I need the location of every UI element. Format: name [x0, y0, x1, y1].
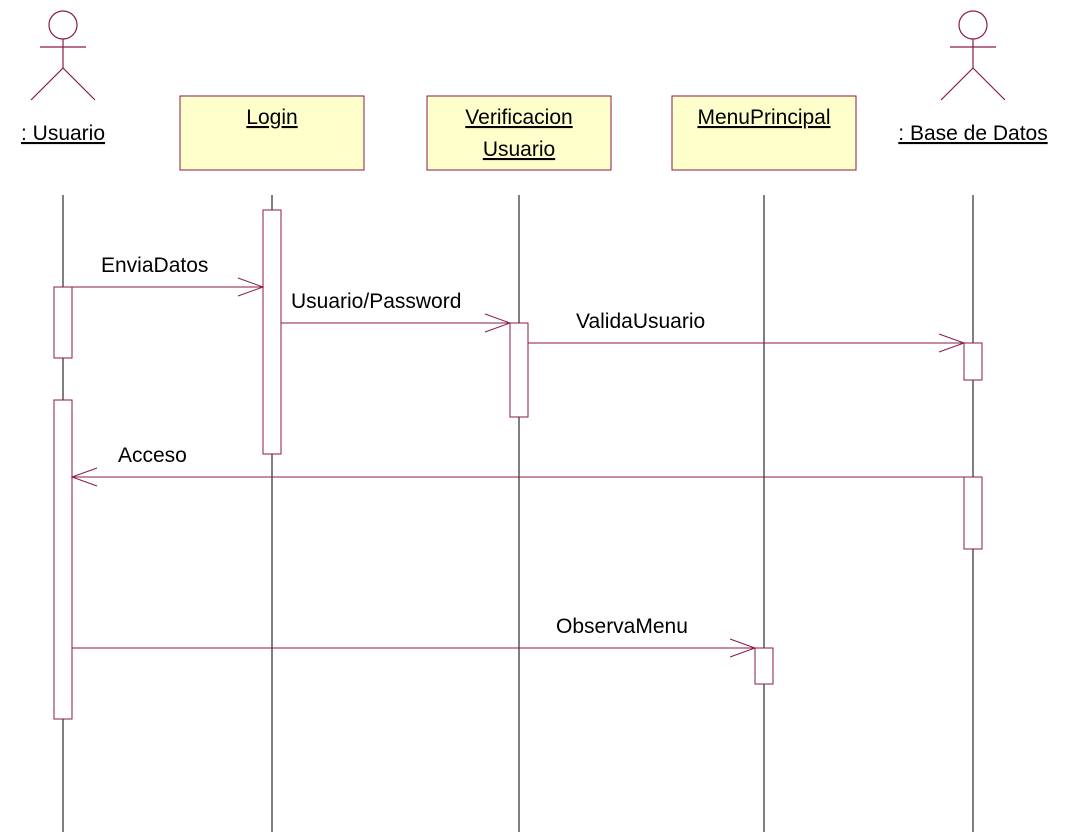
- object-menu: MenuPrincipal: [671, 95, 857, 171]
- participant-basedatos-label: : Base de Datos: [898, 122, 1047, 145]
- activation-login: [262, 209, 282, 455]
- object-login: Login: [179, 95, 365, 171]
- object-verificacion: Verificacion Usuario: [426, 95, 612, 171]
- activation-menu: [754, 647, 774, 685]
- message-observamenu: ObservaMenu: [72, 615, 757, 658]
- activation-verificacion: [509, 322, 529, 418]
- participant-login-label: Login: [246, 106, 297, 129]
- participant-usuario-label: : Usuario: [21, 122, 105, 145]
- activation-usuario-1: [53, 286, 73, 359]
- participant-verificacion-label-line2: Usuario: [483, 138, 555, 161]
- message-validausuario: ValidaUsuario: [528, 310, 966, 353]
- participant-verificacion-label-line1: Verificacion: [465, 106, 572, 129]
- actor-basedatos-icon: [940, 10, 1006, 101]
- message-acceso: Acceso: [70, 444, 964, 487]
- actor-usuario-icon: [30, 10, 96, 101]
- message-validausuario-label: ValidaUsuario: [576, 310, 705, 333]
- participant-menu-label: MenuPrincipal: [697, 106, 830, 129]
- activations: [53, 209, 983, 720]
- message-acceso-label: Acceso: [118, 444, 187, 467]
- message-enviadatos-label: EnviaDatos: [101, 254, 208, 277]
- message-usuario-password-label: Usuario/Password: [291, 290, 461, 313]
- activation-basedatos-1: [963, 342, 983, 381]
- message-enviadatos: EnviaDatos: [72, 254, 265, 297]
- activation-usuario-2: [53, 399, 73, 720]
- message-usuario-password: Usuario/Password: [281, 290, 512, 333]
- activation-basedatos-2: [963, 476, 983, 550]
- lifelines: [62, 195, 974, 832]
- message-observamenu-label: ObservaMenu: [556, 615, 688, 638]
